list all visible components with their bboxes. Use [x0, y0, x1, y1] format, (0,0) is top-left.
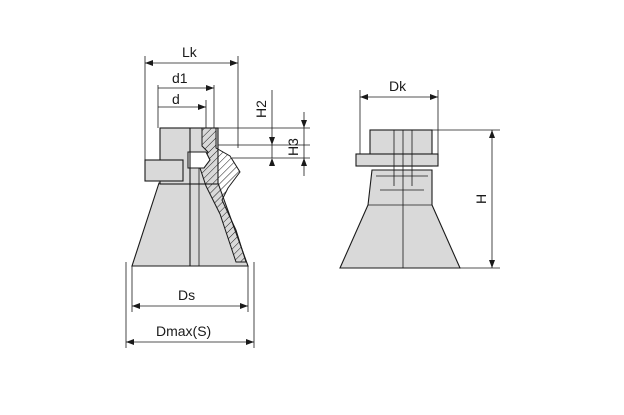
left-sectional-view: Lk d1 d H2 H3 Ds — [125, 44, 310, 348]
h2-label: H2 — [253, 100, 269, 118]
h3-label: H3 — [285, 138, 301, 156]
ds-label: Ds — [178, 287, 195, 303]
dmax-label: Dmax(S) — [156, 323, 211, 339]
right-cone-body — [339, 169, 461, 269]
right-side-view: Dk H — [339, 78, 500, 269]
d-label: d — [172, 91, 180, 107]
left-insert-channel — [187, 151, 211, 169]
dk-label: Dk — [389, 78, 407, 94]
h-label: H — [473, 194, 489, 204]
lk-label: Lk — [182, 44, 198, 60]
d1-label: d1 — [172, 70, 188, 86]
left-flange — [144, 159, 184, 182]
right-flange — [355, 153, 439, 167]
